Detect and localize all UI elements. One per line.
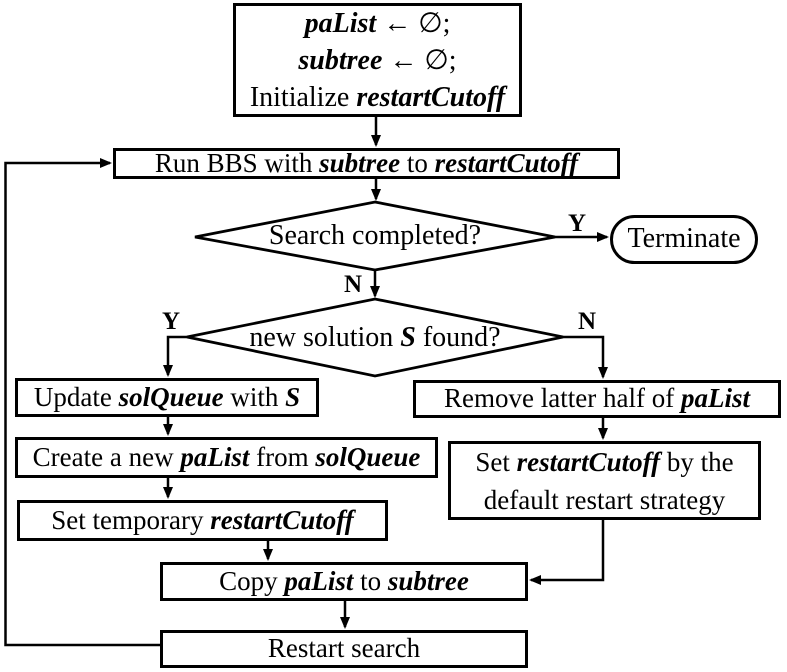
label-no-solution: N	[577, 308, 597, 335]
node-terminate: Terminate	[610, 215, 758, 264]
node-update-solqueue-label: Update solQueue with S	[33, 381, 301, 412]
node-copy-palist-label: Copy paList to subtree	[219, 565, 469, 596]
node-copy-palist: Copy paList to subtree	[160, 562, 528, 601]
node-init-line1: paList ← ∅;	[304, 7, 451, 39]
label-no-search: N	[343, 271, 363, 298]
node-set-default-cutoff-line1: Set restartCutoff by the	[475, 446, 734, 477]
node-terminate-label: Terminate	[627, 223, 741, 255]
node-remove-latter-half: Remove latter half of paList	[413, 380, 781, 418]
node-set-temporary-cutoff: Set temporary restartCutoff	[17, 500, 388, 541]
arrow-solution-no-to-remove	[563, 335, 608, 379]
node-restart-search-label: Restart search	[267, 633, 421, 664]
label-yes-terminate: Y	[567, 210, 587, 237]
node-set-default-cutoff: Set restartCutoff by the default restart…	[448, 441, 761, 520]
decision-new-solution-label: new solution S found?	[249, 322, 501, 353]
node-restart-search: Restart search	[160, 630, 528, 668]
node-init: paList ← ∅; subtree ← ∅; Initialize rest…	[233, 3, 522, 117]
decision-search-completed: Search completed?	[195, 202, 555, 270]
node-remove-latter-half-label: Remove latter half of paList	[444, 383, 750, 414]
node-init-line2: subtree ← ∅;	[298, 44, 457, 76]
arrow-setdefault-to-copy	[529, 520, 605, 585]
node-create-palist: Create a new paList from solQueue	[15, 437, 438, 478]
node-create-palist-label: Create a new paList from solQueue	[32, 441, 421, 472]
node-set-temporary-cutoff-label: Set temporary restartCutoff	[51, 504, 354, 535]
decision-search-completed-label: Search completed?	[268, 220, 482, 251]
arrow-solution-yes-to-update	[163, 335, 187, 377]
decision-new-solution: new solution S found?	[187, 299, 563, 377]
arrow-restart-loop-to-runbbs	[4, 158, 160, 647]
node-run-bbs: Run BBS with subtree to restartCutoff	[113, 148, 620, 179]
node-init-line3: Initialize restartCutoff	[249, 81, 506, 113]
node-update-solqueue: Update solQueue with S	[15, 378, 319, 417]
node-set-default-cutoff-line2: default restart strategy	[483, 484, 726, 515]
label-yes-solution: Y	[161, 308, 181, 335]
node-run-bbs-label: Run BBS with subtree to restartCutoff	[154, 147, 579, 178]
